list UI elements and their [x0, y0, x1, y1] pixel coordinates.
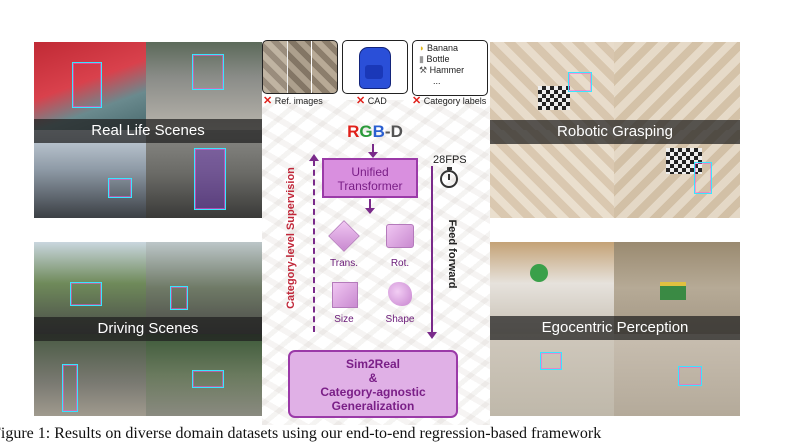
- category-item: ⚒ Hammer: [419, 65, 465, 75]
- arrowhead: [365, 208, 375, 214]
- photo-red-table: [34, 42, 146, 130]
- size-label: Size: [334, 314, 354, 325]
- rgb-b: B: [372, 122, 385, 141]
- bbox-overlay: [108, 178, 132, 198]
- ref-images-tag: ✕ Ref. images: [263, 94, 323, 107]
- ref-images-label: Ref. images: [274, 96, 323, 106]
- output-line1: Sim2Real: [345, 357, 401, 371]
- banana-icon: ◗: [419, 43, 425, 53]
- photo-street-corner: [146, 42, 262, 130]
- arrow-down: [369, 199, 371, 211]
- rot-label: Rot.: [390, 258, 410, 269]
- size-cube-icon: [332, 282, 358, 308]
- bbox-overlay: [192, 54, 224, 90]
- category-list: ◗ Banana ▮ Bottle ⚒ Hammer ...: [412, 40, 488, 96]
- bbox-overlay: [678, 366, 702, 386]
- fps-label: 28FPS: [433, 154, 467, 166]
- arrow-down: [372, 144, 374, 156]
- robotic-grasping-panel: Robotic Grasping: [490, 42, 740, 218]
- bbox-overlay: [192, 370, 224, 388]
- rgb-dash: -: [384, 122, 391, 141]
- driving-scenes-panel: Driving Scenes: [34, 242, 262, 416]
- cross-icon: ✕: [356, 95, 366, 107]
- figure-caption: Figure 1: Results on diverse domain data…: [0, 425, 602, 442]
- transformer-line1: Unified: [351, 165, 389, 179]
- output-line4: Generalization: [331, 399, 415, 413]
- photo-hand-marker: [614, 334, 740, 416]
- bbox-overlay: [694, 162, 712, 194]
- cross-icon: ✕: [263, 95, 273, 107]
- checkerboard: [538, 86, 570, 110]
- category-labels-tag: ✕ Category labels: [412, 94, 486, 107]
- bbox-overlay: [540, 352, 562, 370]
- rgb-r: R: [347, 122, 360, 141]
- sim2real-output-box: Sim2Real & Category-agnostic Generalizat…: [288, 350, 458, 418]
- bbox-overlay: [62, 364, 78, 412]
- output-line3: Category-agnostic: [320, 385, 426, 399]
- ref-images-thumbnail: [262, 40, 338, 94]
- real-life-scenes-label: Real Life Scenes: [34, 119, 262, 143]
- cad-thumbnail: [342, 40, 408, 94]
- photo-table-top: [614, 42, 740, 130]
- category-labels-label: Category labels: [423, 96, 487, 106]
- sponge: [660, 282, 686, 300]
- driving-scenes-label: Driving Scenes: [34, 317, 262, 341]
- egocentric-perception-panel: Egocentric Perception: [490, 242, 740, 416]
- supervision-arrow: [313, 160, 315, 332]
- bbox-overlay: [568, 72, 592, 92]
- rgb-d: D: [390, 122, 403, 141]
- cad-tag: ✕ CAD: [356, 94, 387, 107]
- photo-bikes: [146, 334, 262, 416]
- cross-icon: ✕: [412, 95, 422, 107]
- unified-transformer-box: Unified Transformer: [322, 158, 418, 198]
- shape-label: Shape: [385, 314, 415, 325]
- cad-label: CAD: [367, 96, 387, 106]
- bottle-icon: ▮: [419, 54, 424, 64]
- transformer-line2: Transformer: [337, 179, 403, 193]
- checkerboard: [666, 148, 702, 174]
- photo-building: [34, 130, 146, 218]
- photo-table-top: [614, 130, 740, 218]
- stopwatch-icon: [440, 167, 458, 188]
- output-line2: &: [368, 371, 378, 385]
- category-item: ...: [433, 76, 441, 86]
- bbox-overlay: [72, 62, 102, 108]
- supervision-label: Category-level Supervision: [285, 167, 297, 309]
- photo-pedestrian: [34, 334, 146, 416]
- arrowhead: [427, 332, 437, 339]
- category-item: ▮ Bottle: [419, 54, 450, 64]
- bbox-overlay: [194, 148, 226, 210]
- photo-desk-bottle: [146, 130, 262, 218]
- bbox-overlay: [170, 286, 188, 310]
- arrowhead-up: [309, 154, 319, 161]
- photo-table-top: [490, 130, 614, 218]
- rgbd-input-label: RGB-D: [340, 122, 410, 142]
- arrowhead: [368, 152, 378, 158]
- photo-table-objects: [490, 334, 614, 416]
- egocentric-perception-label: Egocentric Perception: [490, 316, 740, 340]
- feed-forward-label: Feed forward: [446, 219, 458, 289]
- rotation-cube-icon: [386, 224, 414, 248]
- trans-label: Trans.: [330, 258, 358, 269]
- feed-forward-arrow: [431, 166, 433, 334]
- hammer-icon: ⚒: [419, 65, 428, 75]
- rgb-g: G: [359, 122, 373, 141]
- category-item: ◗ Banana: [419, 43, 458, 53]
- green-ball: [530, 264, 548, 282]
- real-life-scenes-panel: Real Life Scenes: [34, 42, 262, 218]
- shape-blob-icon: [388, 282, 412, 306]
- robotic-grasping-label: Robotic Grasping: [490, 120, 740, 144]
- bbox-overlay: [70, 282, 102, 306]
